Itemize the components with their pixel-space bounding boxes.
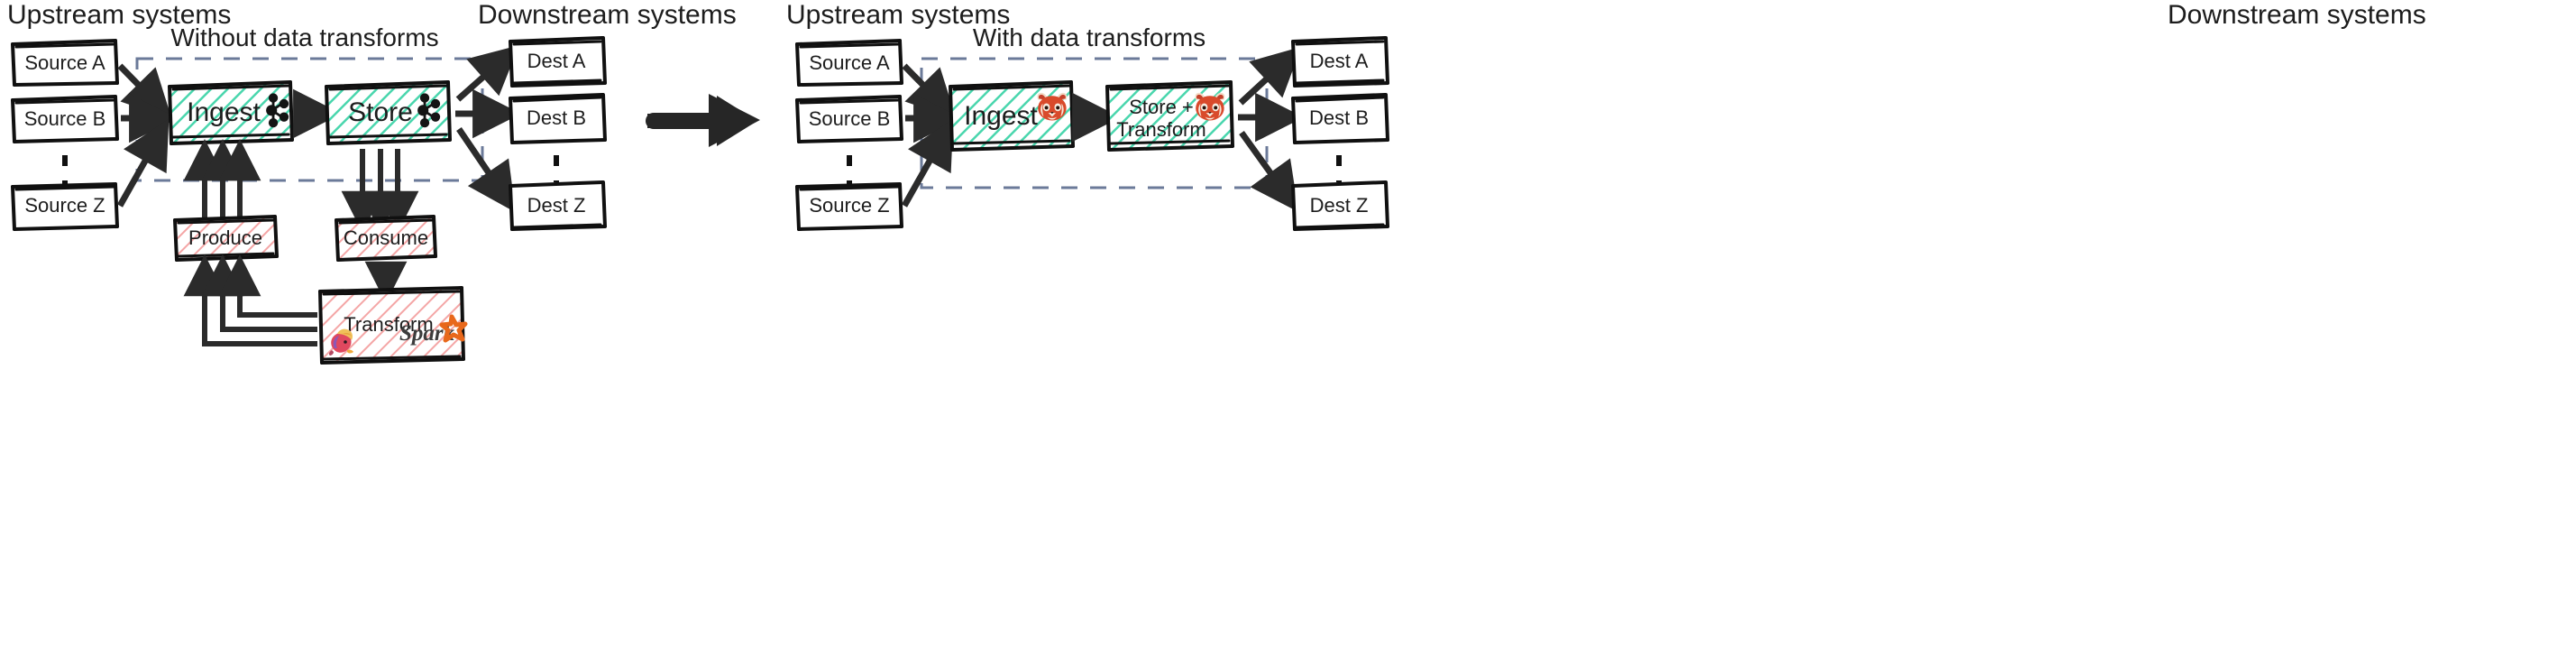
arrow-store-to-dest-z-left [456, 127, 516, 213]
ingest-box-right-label: Ingest [964, 101, 1038, 131]
source-box-b-right-label: Source B [809, 107, 891, 130]
transform-box-left-label: Transform [344, 313, 433, 336]
source-box-a-left[interactable]: Source A [11, 39, 119, 87]
store-transform-box-right[interactable]: Store + Transform [1105, 80, 1234, 152]
arrow-store-to-dest-a-left [455, 45, 519, 102]
upstream-heading-right: Upstream systems [786, 0, 1010, 30]
spark-icon: Spark [399, 314, 468, 346]
ingest-box-left[interactable]: Ingest [168, 80, 294, 145]
dest-box-a-right[interactable]: Dest A [1291, 36, 1389, 88]
arrow-transform-to-produce-3 [218, 254, 317, 318]
dest-box-z-right[interactable]: Dest Z [1291, 180, 1389, 231]
panel-with-data-transforms: Upstream systems Downstream systems With… [786, 0, 2426, 231]
source-box-z-right[interactable]: Source Z [795, 182, 903, 231]
ingest-box-left-label: Ingest [187, 97, 261, 127]
dest-box-b-left[interactable]: Dest B [509, 93, 607, 144]
flink-icon [328, 328, 353, 356]
consume-box-left-label: Consume [344, 226, 428, 249]
transform-box-left[interactable]: Transform Spark [318, 286, 468, 365]
source-box-z-left[interactable]: Source Z [11, 182, 119, 231]
source-box-b-left[interactable]: Source B [11, 95, 119, 143]
arrow-store-to-dest-z-right [1239, 130, 1299, 213]
source-box-z-left-label: Source Z [24, 194, 105, 217]
arrow-transform-to-produce-2 [201, 254, 317, 332]
dest-box-b-right[interactable]: Dest B [1291, 93, 1389, 144]
kafka-icon [417, 93, 441, 128]
dest-box-b-left-label: Dest B [527, 106, 586, 129]
produce-box-left-label: Produce [188, 226, 262, 249]
upstream-heading-left: Upstream systems [7, 0, 231, 30]
source-box-z-right-label: Source Z [809, 194, 889, 217]
source-box-a-left-label: Source A [24, 51, 105, 74]
dest-box-b-right-label: Dest B [1309, 106, 1369, 129]
arrow-store-to-dest-a-right [1238, 46, 1302, 106]
dest-box-a-left-label: Dest A [527, 50, 586, 72]
dest-box-z-right-label: Dest Z [1310, 194, 1369, 217]
store-transform-box-right-label-line2: Transform [1116, 118, 1205, 141]
dest-box-a-right-label: Dest A [1310, 50, 1369, 72]
redpanda-icon [1195, 92, 1225, 121]
transition-arrow [646, 94, 760, 147]
kafka-icon [266, 93, 289, 128]
source-box-a-right[interactable]: Source A [795, 39, 903, 87]
downstream-heading-left: Downstream systems [478, 0, 737, 30]
panel-without-data-transforms: Upstream systems Downstream systems With… [7, 0, 737, 365]
dest-box-a-left[interactable]: Dest A [509, 36, 607, 88]
source-box-b-left-label: Source B [24, 107, 106, 130]
store-box-left[interactable]: Store [325, 80, 452, 145]
arrow-source-z-to-ingest-right [901, 118, 954, 208]
dest-box-z-left-label: Dest Z [527, 194, 586, 217]
source-box-a-right-label: Source A [809, 51, 890, 74]
produce-box-left[interactable]: Produce [173, 215, 279, 262]
arrow-source-a-to-ingest-right [902, 63, 957, 120]
consume-box-left[interactable]: Consume [335, 215, 437, 262]
store-box-left-label: Store [348, 97, 413, 127]
redpanda-icon [1037, 92, 1068, 121]
store-transform-box-right-label-line1: Store + [1129, 96, 1194, 118]
downstream-heading-right: Downstream systems [2168, 0, 2426, 30]
ingest-box-right[interactable]: Ingest [949, 80, 1075, 152]
panel-title-right: With data transforms [973, 23, 1205, 51]
arrow-source-a-to-ingest-left [117, 63, 172, 120]
arrow-source-z-to-ingest-left [116, 118, 170, 208]
source-box-b-right[interactable]: Source B [795, 95, 903, 143]
panel-title-left: Without data transforms [170, 23, 438, 51]
dest-box-z-left[interactable]: Dest Z [509, 180, 607, 231]
